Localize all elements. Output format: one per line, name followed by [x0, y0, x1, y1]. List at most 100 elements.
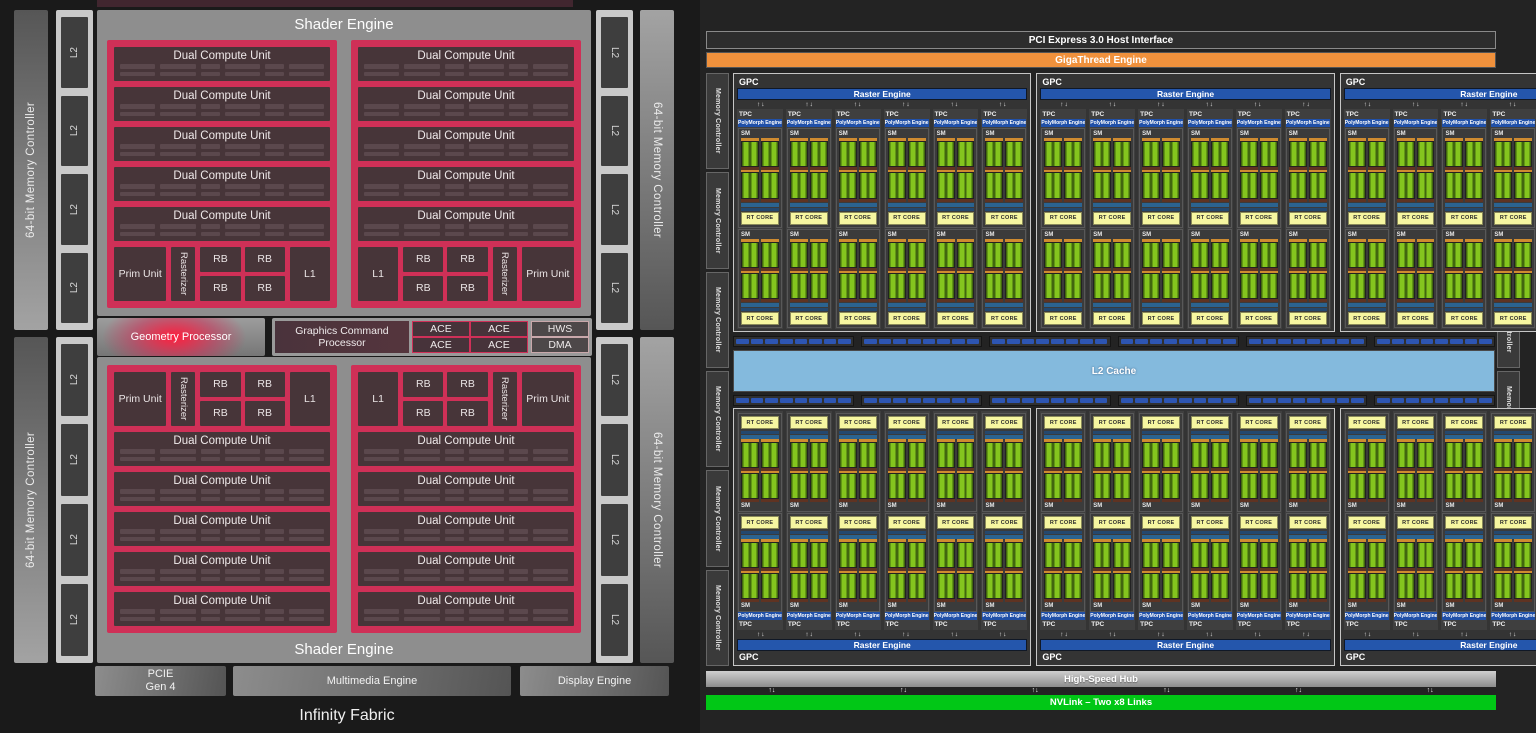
- register-divider: [1142, 468, 1161, 471]
- cuda-core-block: [1044, 172, 1063, 199]
- dcu-stripe-segment: [288, 184, 324, 189]
- warp-scheduler-bar: [741, 270, 759, 273]
- cuda-core-block: [1514, 573, 1533, 599]
- arrow-pair-icon: ↑↓: [805, 101, 814, 108]
- hws-unit: HWS: [531, 321, 589, 337]
- texture-unit-bar: [985, 207, 1024, 211]
- l1-cache-bar: [1191, 202, 1229, 207]
- crossbar-square: [893, 398, 907, 403]
- dcu-stripe-segment: [468, 111, 504, 116]
- rasterizer: Rasterizer: [492, 372, 517, 426]
- dcu-stripe-segment: [264, 71, 284, 76]
- core-subcolumn: [1445, 539, 1464, 602]
- cuda-core-block: [809, 442, 828, 468]
- rasterizer: Rasterizer: [171, 247, 196, 301]
- core-subcolumn: [1259, 138, 1278, 202]
- l1-cache-bar: [1191, 535, 1229, 539]
- dcu-stripe-segment: [468, 224, 504, 229]
- core-subcolumn: [907, 238, 926, 302]
- cuda-core-block: [789, 542, 808, 568]
- warp-scheduler-bar: [1465, 471, 1484, 473]
- arrow-pair-icon: ↑↓: [1157, 631, 1166, 638]
- warp-scheduler-bar: [1396, 270, 1415, 273]
- dcu-stripe-segment: [224, 144, 260, 149]
- register-divider: [741, 499, 759, 502]
- crossbar-square: [1307, 398, 1320, 403]
- texture-unit-bar: [887, 531, 926, 534]
- crossbar-square: [864, 398, 877, 403]
- register-divider: [1005, 499, 1024, 502]
- l1-cache-bar: [1142, 435, 1181, 439]
- dcu-stripe-segment: [120, 151, 156, 156]
- tpc-label: TPC: [836, 621, 850, 628]
- cuda-core-block: [789, 473, 808, 499]
- gpc-label: GPC: [1042, 652, 1062, 662]
- dcu-stripe-segment: [264, 576, 284, 581]
- dcu-stripe-segment: [288, 609, 324, 614]
- dcu-stripe-segment: [224, 111, 260, 116]
- high-speed-hub-bar: High-Speed Hub: [706, 671, 1496, 687]
- memory-controller-bar-right: 64-bit Memory Controller: [640, 10, 674, 330]
- cuda-core-block: [1044, 573, 1063, 599]
- dcu-stripe-segment: [508, 64, 528, 69]
- texture-unit-bar: [887, 207, 926, 211]
- warp-scheduler-bar: [956, 571, 975, 573]
- cuda-core-block: [1005, 442, 1024, 468]
- rt-core: RT CORE: [1142, 312, 1181, 325]
- rb-unit: RB: [200, 247, 241, 272]
- register-divider: [1396, 568, 1415, 571]
- warp-scheduler-bar: [1113, 270, 1132, 273]
- core-subcolumn: [760, 439, 779, 502]
- dcu-stripe-segment: [508, 536, 528, 541]
- cuda-core-block: [741, 442, 759, 468]
- register-divider: [1494, 468, 1513, 471]
- l2-slice: L2: [601, 584, 628, 656]
- cuda-core-block: [1005, 473, 1024, 499]
- cuda-core-block: [1093, 442, 1112, 468]
- dcu-stripe-segment: [404, 569, 440, 574]
- register-divider: [1396, 468, 1415, 471]
- warp-scheduler-bar: [1162, 539, 1181, 542]
- core-subcolumn: [1239, 539, 1258, 602]
- dcu-stripe-segment: [404, 144, 440, 149]
- texture-unit-bar: [789, 308, 828, 311]
- crossbar-square: [1006, 339, 1020, 344]
- core-subcolumn: [838, 138, 857, 202]
- sm-label: SM: [1191, 503, 1201, 509]
- cuda-core-block: [1210, 172, 1229, 199]
- cuda-core-block: [1064, 442, 1083, 468]
- register-divider: [1308, 267, 1327, 271]
- core-subcolumn: [1308, 439, 1327, 502]
- dcu-stripe-area: [364, 449, 568, 461]
- register-divider: [1093, 299, 1112, 302]
- arrow-pair-icon: ↑↓: [950, 631, 959, 638]
- sm-core-area: [1444, 439, 1484, 502]
- crossbar-square: [1094, 398, 1108, 403]
- cuda-core-block: [1210, 473, 1229, 499]
- warp-scheduler-bar: [1239, 170, 1258, 173]
- texture-unit-bar: [741, 308, 779, 311]
- warp-scheduler-bar: [985, 238, 1004, 242]
- sm-core-area: [1092, 539, 1132, 602]
- rt-core: RT CORE: [1142, 211, 1181, 225]
- l2-slice: L2: [61, 17, 88, 88]
- sm-core-area: [789, 439, 829, 502]
- dcu-stripe-segment: [364, 576, 400, 581]
- warp-scheduler-bar: [1308, 539, 1327, 542]
- texture-unit-bar: [887, 308, 926, 311]
- texture-unit-bar: [1191, 308, 1229, 311]
- crossbar-square: [1149, 339, 1163, 344]
- crossbar-group: [1117, 336, 1239, 347]
- cuda-core-block: [887, 473, 906, 499]
- core-subcolumn: [1308, 138, 1327, 202]
- dcu-stripe-segment: [200, 536, 220, 541]
- warp-scheduler-bar: [1514, 270, 1533, 273]
- core-subcolumn: [1142, 539, 1161, 602]
- core-subcolumn: [956, 138, 975, 202]
- rt-core: RT CORE: [1347, 416, 1386, 429]
